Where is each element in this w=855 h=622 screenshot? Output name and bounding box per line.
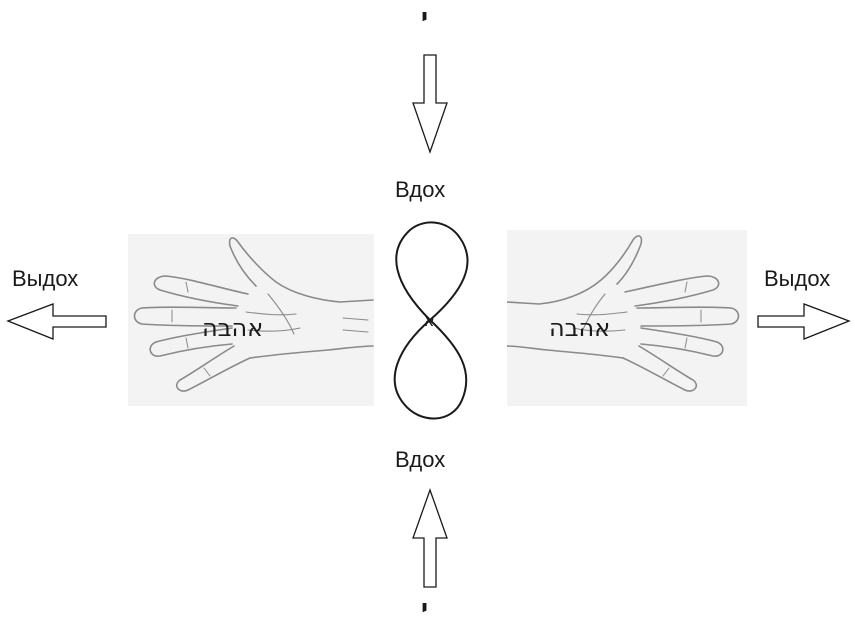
right-arrow-icon [758, 304, 849, 339]
down-arrow-icon [413, 55, 447, 152]
up-arrow-icon [413, 490, 447, 587]
aleph-center-letter: א [424, 313, 435, 329]
left-arrow-icon [8, 304, 106, 339]
